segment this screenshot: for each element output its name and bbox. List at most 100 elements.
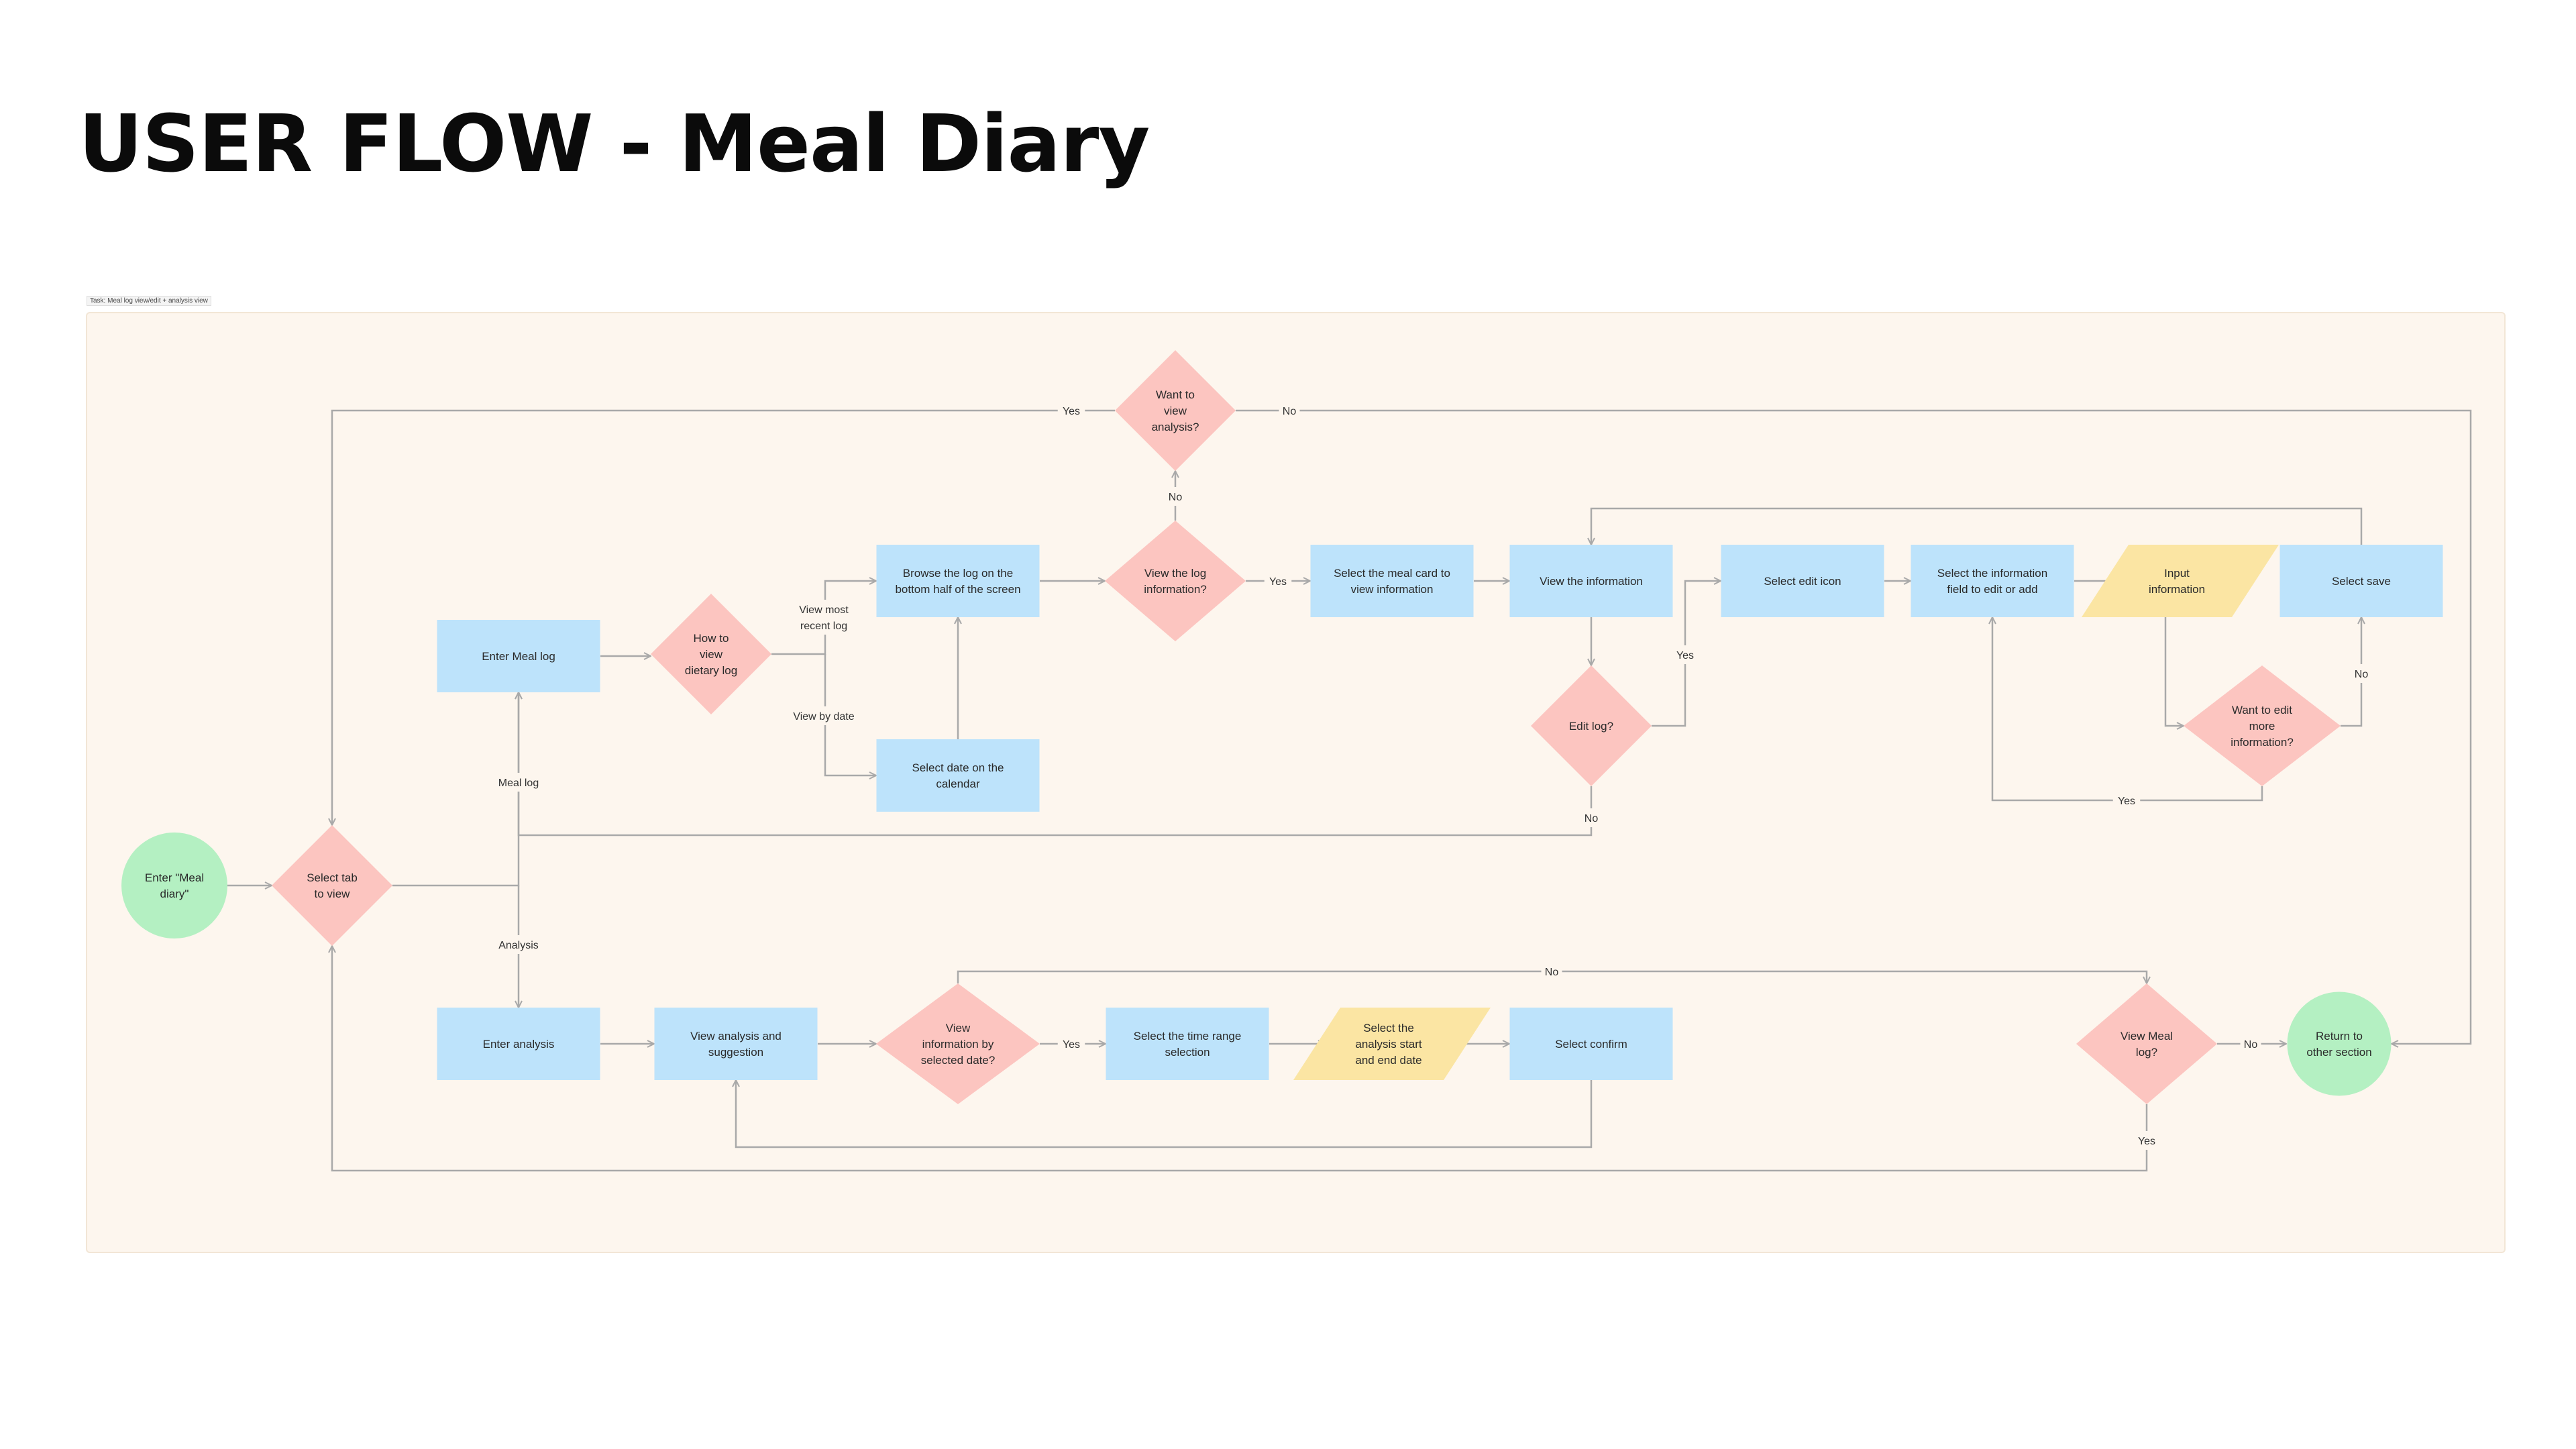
edge-label-text: No [1585, 813, 1599, 824]
edge-label-bg [1580, 808, 1602, 827]
edge-label-analysis: Analysis [489, 935, 548, 954]
node-shape [1293, 1008, 1491, 1080]
edge-label-bg [2112, 791, 2141, 810]
connector [519, 692, 1593, 837]
edge-label-bg [2351, 664, 2372, 683]
connector [824, 654, 876, 775]
node-select-edit-icon: Select edit icon [1721, 545, 1884, 617]
edge-label-bg [1671, 645, 1699, 664]
node-edit-log: Edit log? [1531, 665, 1652, 786]
node-label: Edit log? [1569, 720, 1613, 733]
connector [2341, 617, 2361, 727]
edge-label-text: No [1545, 967, 1559, 978]
edge-label-text: Meal log [498, 777, 539, 789]
node-shape [1509, 1008, 1673, 1080]
edge-label-bg [1165, 487, 1186, 506]
edge-label-text: Analysis [498, 940, 539, 951]
edge-label-edit-more-no: No [2351, 664, 2372, 683]
connector [2164, 617, 2184, 726]
node-shape [1105, 521, 1246, 641]
node-shape [876, 739, 1040, 812]
node-shape [1531, 665, 1652, 786]
node-label: Select confirm [1555, 1038, 1627, 1051]
frame-label: Task: Meal log view/edit + analysis view [87, 296, 211, 306]
edge-label-bg [782, 706, 866, 725]
node-shape [1911, 545, 2074, 617]
edge-label-bg [1057, 401, 1085, 420]
edge-label-meal-log-q-yes: Yes [2133, 1131, 2161, 1150]
edge-label-text: No [1283, 406, 1297, 417]
edge-label-analysis-no: No [1279, 401, 1300, 420]
edge-label-edit-yes: Yes [1671, 645, 1699, 664]
edge-label-text: No [2244, 1039, 2258, 1051]
node-shape [272, 825, 392, 946]
edge-label-text: No [1169, 492, 1183, 503]
edge-label-by-date-yes: Yes [1057, 1034, 1085, 1053]
edge-label-analysis-yes: Yes [1057, 401, 1085, 420]
node-shape [1310, 545, 1474, 617]
node-shape [651, 594, 771, 714]
edge-label-bg [788, 600, 860, 635]
node-shape [121, 833, 227, 938]
node-shape [1509, 545, 1673, 617]
edge-label-bg [489, 773, 548, 792]
node-select-save: Select save [2279, 545, 2443, 617]
node-shape [1115, 350, 1236, 471]
node-label: View the information [1540, 575, 1643, 588]
edge-label-bg [2240, 1034, 2261, 1053]
edge-label-text: Yes [1063, 1039, 1080, 1051]
node-shape [1106, 1008, 1269, 1080]
node-label: Select edit icon [1764, 575, 1841, 588]
node-shape [2076, 983, 2217, 1104]
node-shape [2287, 991, 2392, 1096]
node-label: Enter Meal log [482, 650, 555, 663]
connector [736, 1080, 1593, 1148]
edge-label-bg [1279, 401, 1300, 420]
edge-label-text: Yes [2138, 1136, 2155, 1147]
edge-label-view-log-yes: Yes [1264, 572, 1292, 590]
node-shape [654, 1008, 818, 1080]
edge-label-edit-no: No [1580, 808, 1602, 827]
edge-label-bg [1541, 962, 1562, 981]
edge-label-bg [2133, 1131, 2161, 1150]
edge-label-text: View by date [793, 711, 854, 722]
node-shape [1721, 545, 1884, 617]
node-shape [2184, 665, 2341, 786]
edge-label-view-by-date: View by date [782, 706, 866, 725]
page-title: USER FLOW - Meal Diary [78, 97, 1150, 190]
node-shape [876, 983, 1040, 1104]
edge-label-meal-log-q-no: No [2240, 1034, 2261, 1053]
node-select-confirm: Select confirm [1509, 1008, 1673, 1080]
connector [332, 409, 1115, 825]
